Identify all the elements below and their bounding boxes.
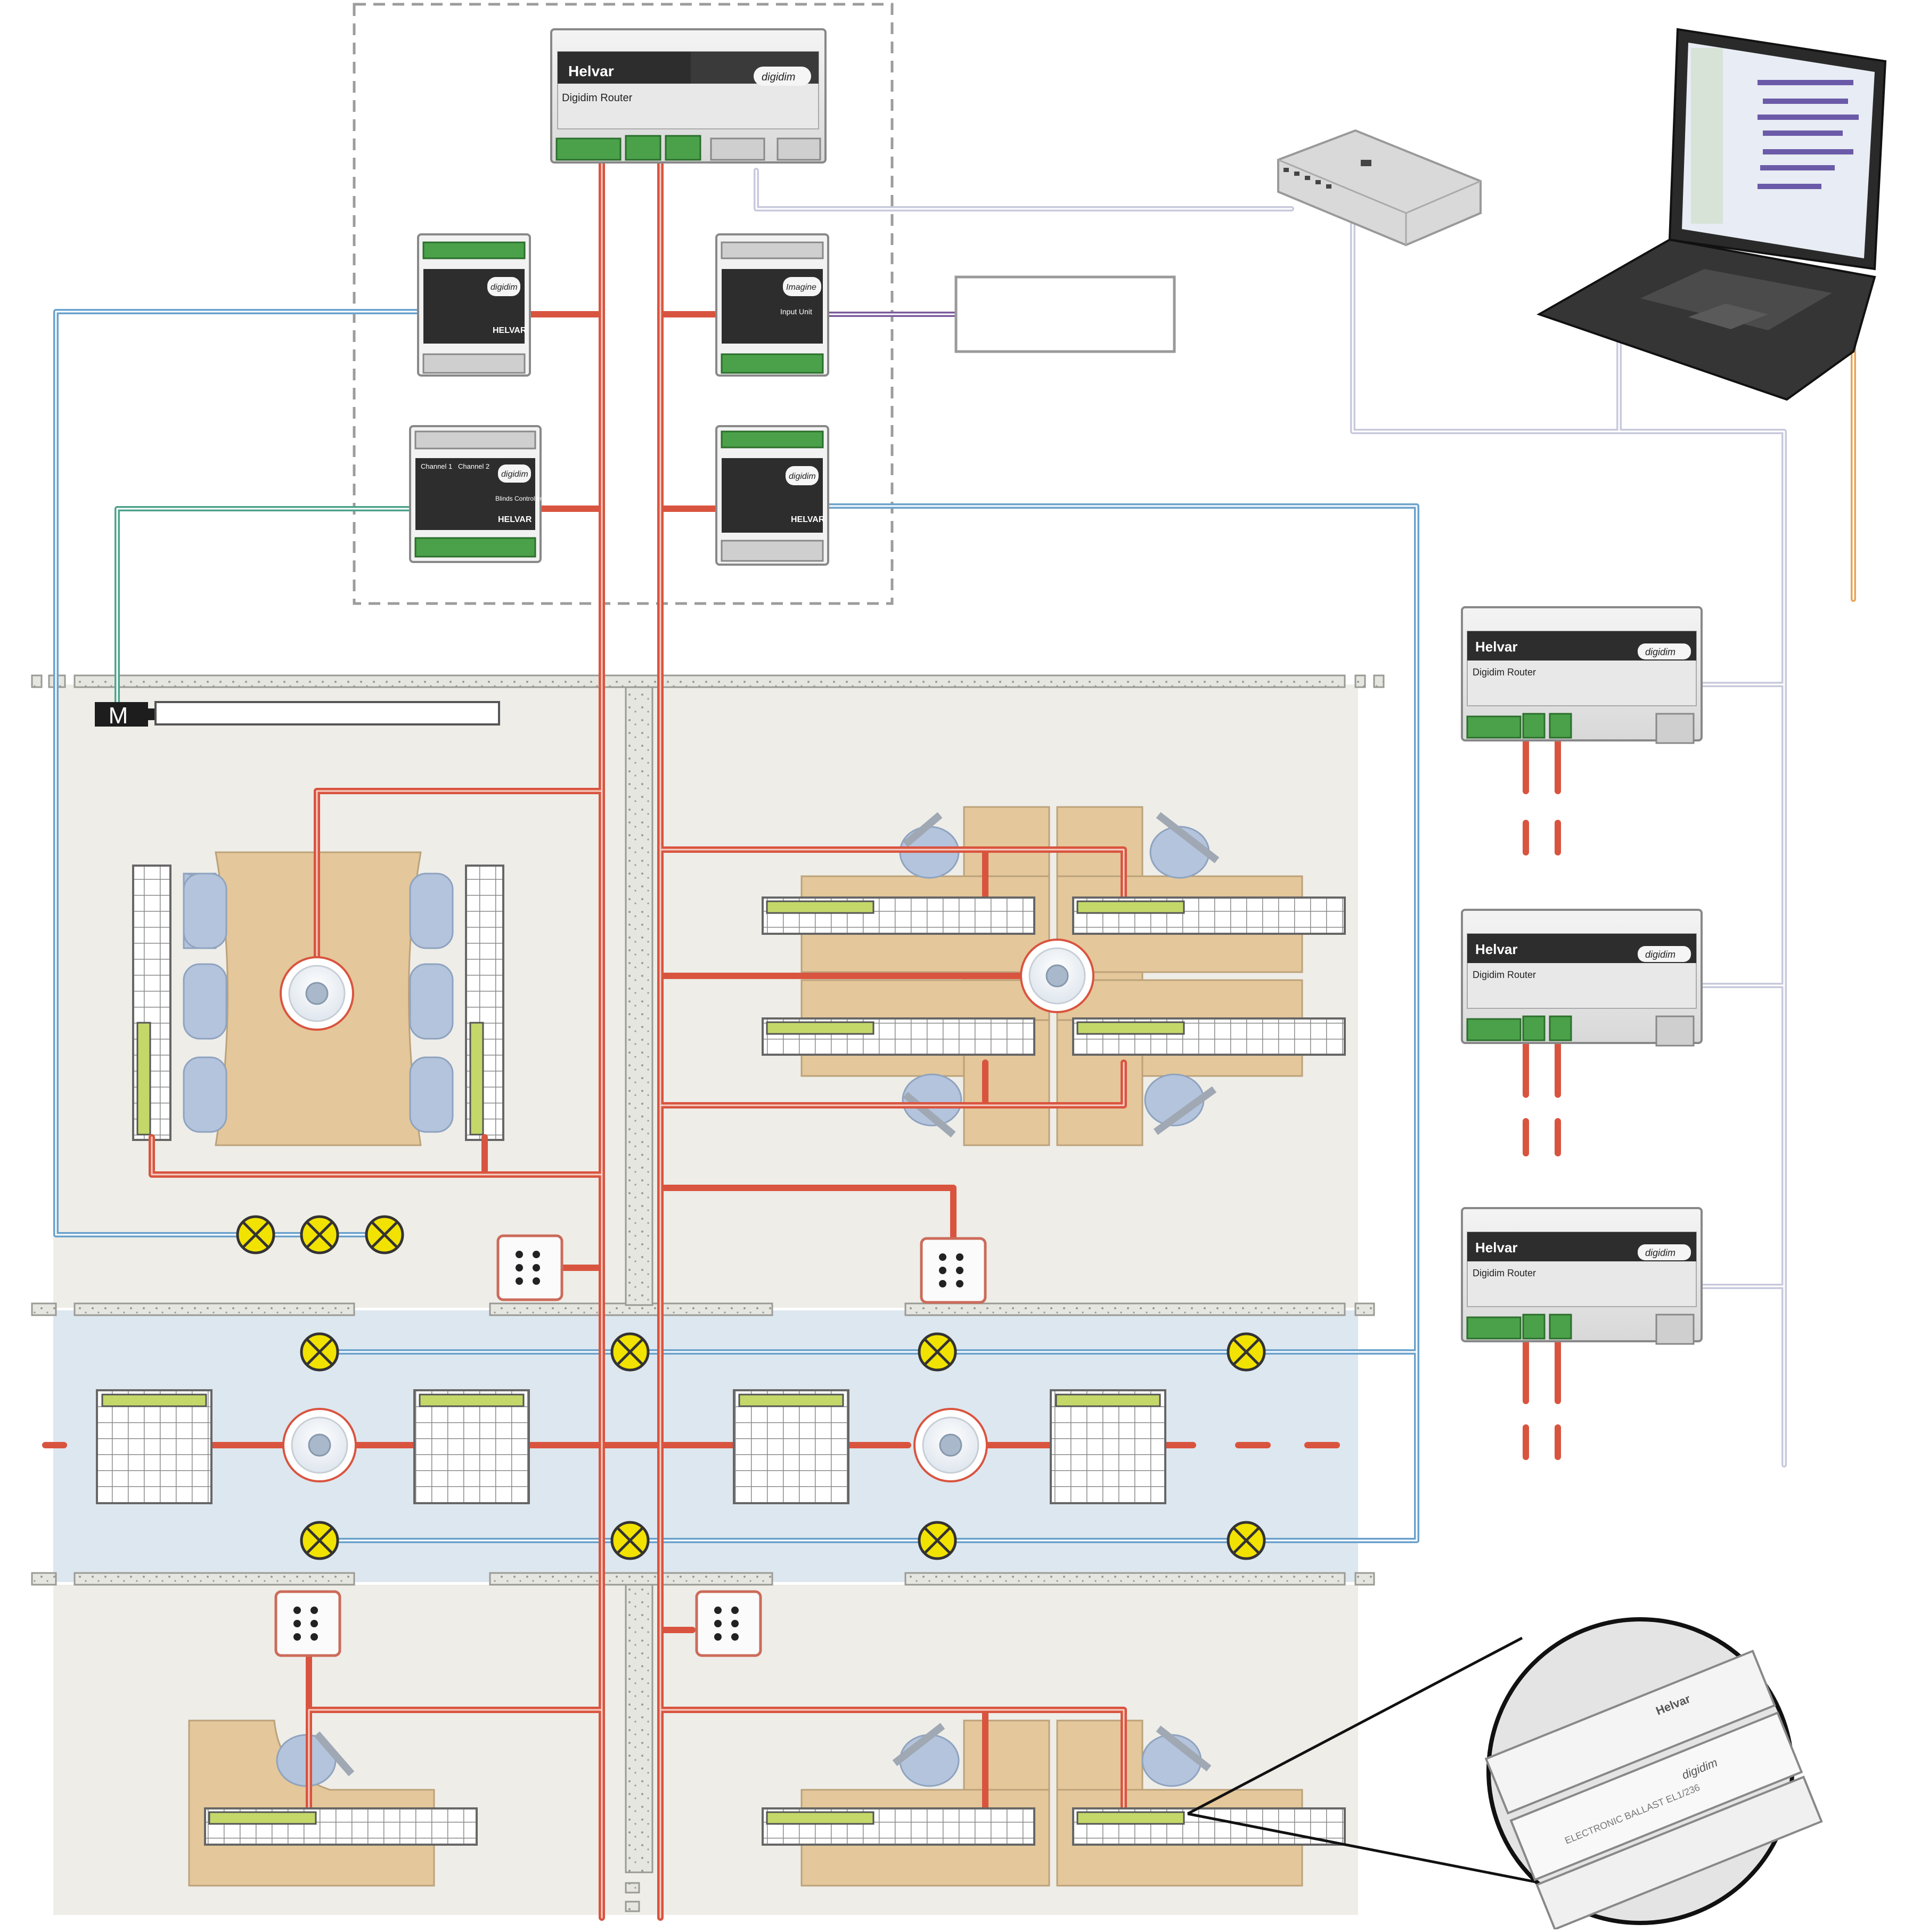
router-model: Digidim Router xyxy=(1473,667,1536,678)
input-unit-module: Imagine Input Unit xyxy=(715,233,829,377)
luminaire-office-3 xyxy=(762,1017,1035,1056)
router-model: Digidim Router xyxy=(1473,1268,1536,1278)
module-badge: digidim xyxy=(501,470,528,479)
luminaire-corridor-2 xyxy=(413,1389,530,1504)
router-brand: Helvar xyxy=(568,63,614,79)
lamp-icon xyxy=(919,1522,955,1559)
lamp-icon xyxy=(1228,1522,1264,1559)
lamp-icon xyxy=(1228,1334,1264,1370)
side-router-2: Helvar Digidim Router digidim xyxy=(1461,909,1703,1047)
lamp-icon xyxy=(919,1334,955,1370)
lamp-icon xyxy=(366,1217,403,1253)
luminaire-lower-3 xyxy=(1072,1807,1346,1846)
lamp-icon xyxy=(301,1334,338,1370)
lamp-icon xyxy=(301,1217,338,1253)
dmx-converter-module-2: digidim HELVAR xyxy=(715,425,829,566)
main-router: Helvar Digidim Router digidim xyxy=(550,28,827,164)
luminaire-lower-2 xyxy=(762,1807,1035,1846)
presence-sensor-corridor-1 xyxy=(282,1408,357,1482)
module-brand: HELVAR xyxy=(498,515,532,524)
luminaire-office-4 xyxy=(1072,1017,1346,1056)
network-switch xyxy=(1277,129,1482,247)
wiring xyxy=(42,157,1856,1921)
switch-panel-1 xyxy=(498,1236,562,1300)
router-badge: digidim xyxy=(1645,1248,1675,1258)
wall-mid-2 xyxy=(73,1572,355,1586)
module-brand: HELVAR xyxy=(493,326,527,335)
module-badge: Imagine xyxy=(786,283,816,292)
presence-sensor-corridor-2 xyxy=(913,1408,988,1482)
module-caption: Blinds Controller xyxy=(495,495,542,502)
control-cabinet-boundary xyxy=(353,3,894,605)
switch-panel-3 xyxy=(276,1592,340,1656)
luminaire-corridor-1 xyxy=(96,1389,212,1504)
blind-motor: M xyxy=(95,701,500,729)
wall-vertical-lower xyxy=(625,1584,653,1873)
lamp-icon xyxy=(238,1217,274,1253)
switch-panel-4 xyxy=(697,1592,761,1656)
walls xyxy=(31,674,1385,1912)
presence-sensor-office xyxy=(1020,939,1094,1013)
presence-sensor-meeting xyxy=(280,956,354,1031)
blinds-controller-module: Channel 1 Channel 2 digidim Blinds Contr… xyxy=(409,425,542,563)
router-brand: Helvar xyxy=(1475,941,1518,957)
luminaires xyxy=(96,896,1346,1846)
side-router-3: Helvar Digidim Router digidim xyxy=(1461,1207,1703,1345)
luminaire-office-1 xyxy=(762,896,1035,935)
module-badge: digidim xyxy=(789,472,816,481)
router-badge: digidim xyxy=(1645,647,1675,657)
blind-roller xyxy=(154,701,500,725)
lamp-icon xyxy=(612,1522,648,1559)
lamp-icon xyxy=(612,1334,648,1370)
router-badge: digidim xyxy=(762,71,795,83)
luminaire-corridor-3 xyxy=(733,1389,849,1504)
wall-top xyxy=(73,674,1346,688)
input-device-box xyxy=(954,275,1176,353)
wall-vertical-upper xyxy=(625,686,653,1306)
blinds-ch1: Channel 1 xyxy=(421,462,452,470)
luminaire-lower-1 xyxy=(204,1807,478,1846)
module-badge: digidim xyxy=(491,283,518,292)
luminaire-corridor-4 xyxy=(1050,1389,1166,1504)
module-caption: Input Unit xyxy=(780,307,812,316)
ballast-zoom: Helvar digidim ELECTRONIC BALLAST EL1/23… xyxy=(1187,1617,1823,1931)
laptop xyxy=(1536,28,1887,401)
router-badge: digidim xyxy=(1645,949,1675,960)
motor-label: M xyxy=(109,703,128,729)
router-model: Digidim Router xyxy=(1473,969,1536,980)
wall-mid-1 xyxy=(73,1302,355,1316)
dmx-converter-module: digidim HELVAR xyxy=(417,233,531,377)
router-brand: Helvar xyxy=(1475,1240,1518,1256)
router-model: Digidim Router xyxy=(562,92,633,104)
luminaire-office-2 xyxy=(1072,896,1346,935)
router-brand: Helvar xyxy=(1475,639,1518,655)
lamp-icon xyxy=(301,1522,338,1559)
blinds-ch2: Channel 2 xyxy=(458,462,489,470)
side-router-1: Helvar Digidim Router digidim xyxy=(1461,606,1703,744)
module-brand: HELVAR xyxy=(791,515,825,524)
switch-panel-2 xyxy=(921,1238,985,1302)
